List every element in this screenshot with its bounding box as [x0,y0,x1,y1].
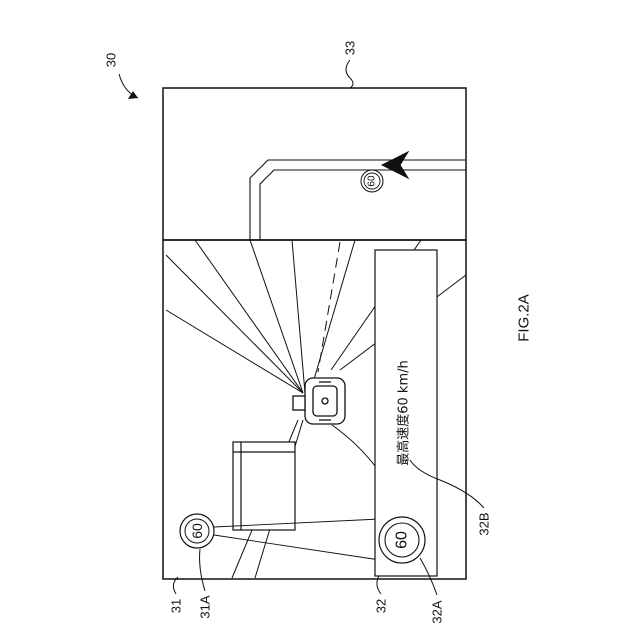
ref-31A-leader [200,549,205,591]
camera-view-panel: 60 60 最高速度60 km/h [163,240,466,579]
figure-caption: FIG.2A [516,294,533,342]
map-panel-border [163,88,466,240]
ref-33: 33 [343,41,358,55]
speed-limit-sign-icon: 60 [180,514,214,548]
navigation-arrow-icon [382,152,408,178]
ref-32B: 32B [477,512,492,535]
ref-31A: 31A [198,595,213,618]
map-speed-sign-icon: 60 [361,170,383,192]
map-speed-sign-value: 60 [367,175,378,187]
banner-speed-sign-icon: 60 [379,517,425,563]
map-panel: 60 [163,88,466,240]
ref-32: 32 [374,599,389,613]
ref-33-leader [346,60,353,88]
speed-sign-value: 60 [189,523,205,539]
reference-labels: 30 33 31 31A 32 32A 32B FIG.2A [104,41,533,624]
vehicle-icon [293,378,345,424]
speed-notification-banner: 60 最高速度60 km/h [375,250,437,576]
banner-speed-text: 最高速度60 km/h [396,360,412,466]
ref-31: 31 [169,599,184,613]
map-route-road [250,160,466,240]
banner-speed-sign-value: 60 [394,531,411,549]
building-shape [233,442,295,530]
ref-32A: 32A [430,600,445,623]
ref-30: 30 [104,53,119,67]
